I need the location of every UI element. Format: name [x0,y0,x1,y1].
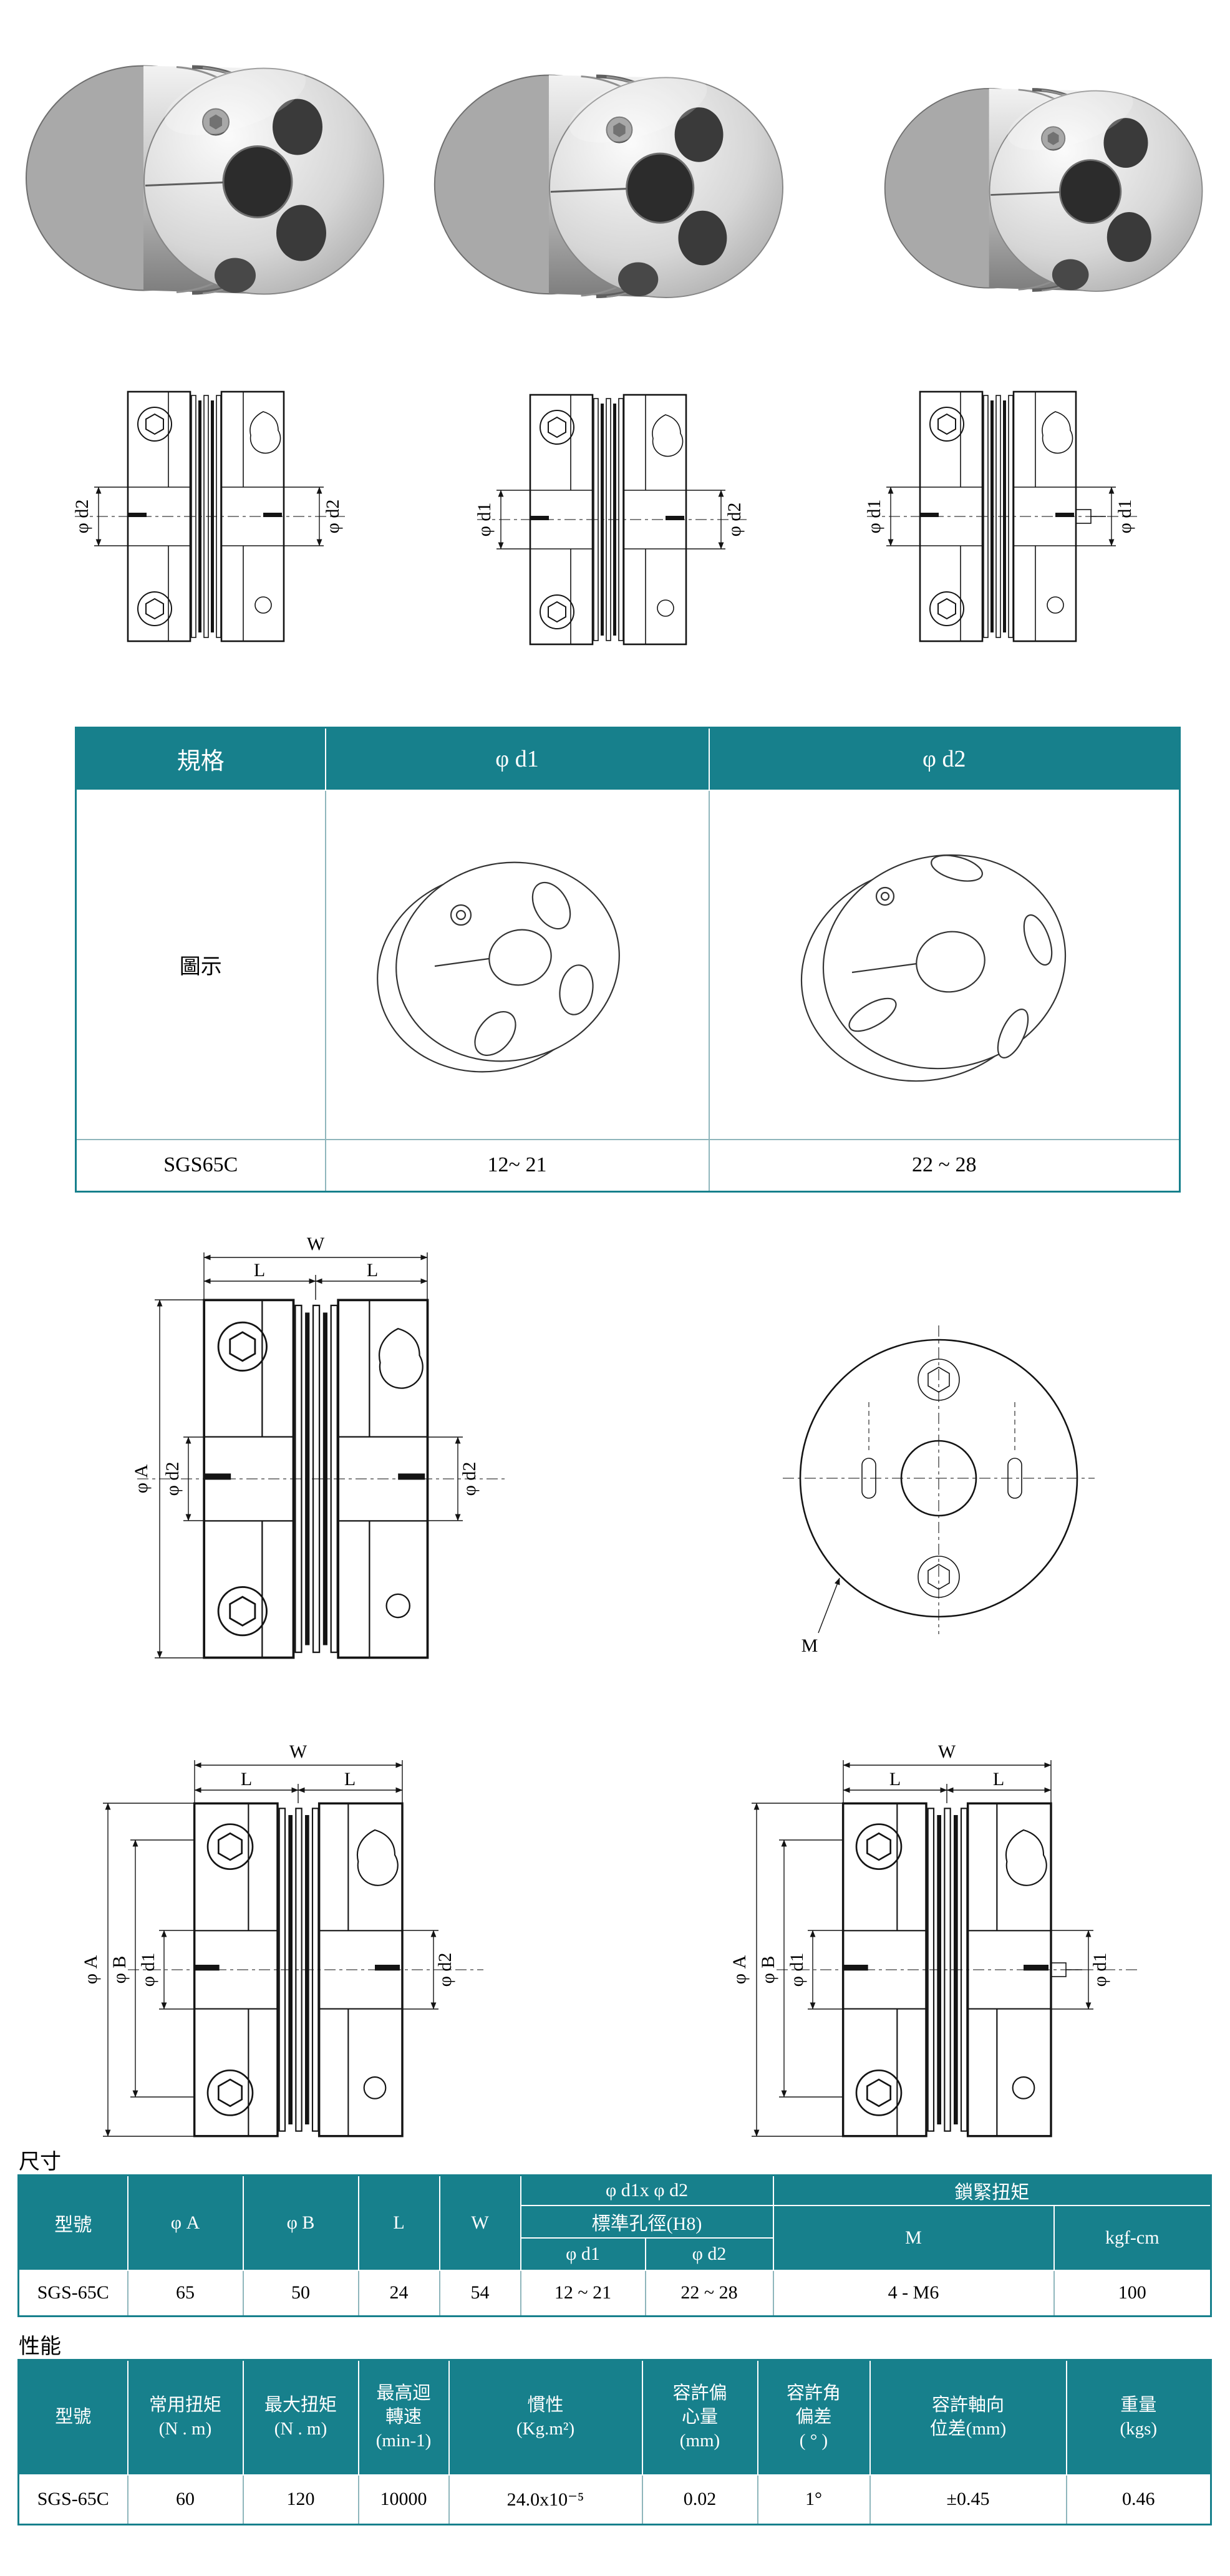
perf-model: SGS-65C [17,2474,128,2525]
spec-illustration-d2-cell [708,789,1181,1140]
coupling-3d-render-2 [424,16,789,368]
dim-label-right-bore: φ d1 [1090,1953,1110,1987]
dim-label-right: φ d2 [724,503,745,537]
side-view-drawing-2: φ d1 φ d2 [474,370,747,672]
dim-label-right: φ d1 [1115,500,1135,534]
size-h-d1xd2: φ d1x φ d2 [520,2174,774,2206]
dim-label-left: φ d1 [474,503,495,537]
size-h-lock-torque: 鎖緊扭矩 [772,2174,1212,2206]
size-L: 24 [357,2269,440,2317]
size-section-title: 尺寸 [19,2151,61,2174]
dim-label-left: φ d2 [72,500,92,534]
spec-table: 規格 φ d1 φ d2 圖示 [75,727,1181,1193]
size-h-M: M [772,2204,1055,2271]
dimension-drawing-1: W L L φ A φ d2 φ d2 [131,1234,505,1709]
size-h-model: 型號 [17,2174,128,2271]
perf-h-weight: 重量 (kgs) [1065,2359,1212,2476]
spec-header-d1: φ d1 [324,727,710,791]
perf-axial: ±0.45 [869,2474,1067,2525]
size-phiB: 50 [242,2269,359,2317]
side-view-drawing-1: φ d2 φ d2 [72,367,345,672]
perf-angular: 1° [757,2474,871,2525]
dim-label-right: φ d2 [322,500,343,534]
spec-illustration-label: 圖示 [75,789,326,1140]
dim-label-right-bore: φ d2 [459,1462,480,1496]
spec-model: SGS65C [75,1138,326,1193]
perf-h-angular: 容許角 偏差 ( ° ) [757,2359,871,2476]
dim-label-right-bore: φ d2 [435,1953,455,1987]
size-model: SGS-65C [17,2269,128,2317]
perf-h-axial: 容許軸向 位差(mm) [869,2359,1067,2476]
size-h-L: L [357,2174,440,2271]
performance-table: 型號 常用扭矩 (N . m) 最大扭矩 (N . m) 最高迴 轉速 (min… [17,2359,1212,2525]
spec-header-spec: 規格 [75,727,326,791]
front-view-drawing: M [783,1325,1095,1656]
size-h-d1: φ d1 [520,2237,646,2271]
dim-label-left-bore: φ d2 [162,1462,183,1496]
dim-label-l-left: L [241,1769,252,1789]
coupling-hub-lineart-d1 [377,861,620,1072]
dim-label-w: W [289,1741,308,1762]
dim-label-w: W [938,1741,956,1762]
size-d1: 12 ~ 21 [520,2269,646,2317]
dimension-drawing-3: W L L φ A φ B φ d1 φ d1 [729,1741,1138,2152]
side-view-drawing-3: φ d1 φ d1 [864,367,1137,672]
dim-label-l-left: L [254,1260,265,1281]
dim-label-left-bore: φ d1 [787,1953,807,1987]
perf-h-inertia: 慣性 (Kg.m²) [448,2359,643,2476]
perf-max-torque: 120 [242,2474,359,2525]
size-h-std-bore: 標準孔徑(H8) [520,2204,774,2239]
size-d2: 22 ~ 28 [644,2269,774,2317]
perf-h-eccentricity: 容許偏 心量 (mm) [641,2359,758,2476]
perf-weight: 0.46 [1065,2474,1212,2525]
perf-max-speed: 10000 [357,2474,450,2525]
size-phiA: 65 [127,2269,244,2317]
spec-header-d2: φ d2 [708,727,1181,791]
dim-label-left: φ d1 [864,500,884,534]
spec-illustration-d1-cell [324,789,710,1140]
perf-eccentricity: 0.02 [641,2474,758,2525]
perf-section-title: 性能 [19,2335,61,2358]
size-W: 54 [438,2269,521,2317]
perf-h-model: 型號 [17,2359,128,2476]
size-h-kgfcm: kgf-cm [1053,2204,1212,2271]
coupling-3d-render-1 [16,3,390,368]
perf-h-max-speed: 最高迴 轉速 (min-1) [357,2359,450,2476]
size-h-W: W [438,2174,521,2271]
dim-label-phiA: φ A [80,1955,101,1984]
dim-label-l-right: L [993,1769,1004,1789]
dim-label-l-left: L [889,1769,901,1789]
dim-label-phiA: φ A [131,1464,152,1493]
dim-label-w: W [307,1234,325,1254]
coupling-3d-render-3 [858,34,1226,356]
dim-label-m: M [801,1635,818,1656]
perf-normal-torque: 60 [127,2474,244,2525]
size-kgfcm: 100 [1053,2269,1212,2317]
size-h-d2: φ d2 [644,2237,774,2271]
spec-d2-range: 22 ~ 28 [708,1138,1181,1193]
size-h-phiB: φ B [242,2174,359,2271]
spec-d1-range: 12~ 21 [324,1138,710,1193]
dim-label-l-right: L [367,1260,378,1281]
size-table: 型號 φ A φ B L W φ d1x φ d2 鎖緊扭矩 標準孔徑(H8) … [17,2174,1213,2317]
dim-label-left-bore: φ d1 [138,1953,158,1987]
perf-h-normal-torque: 常用扭矩 (N . m) [127,2359,244,2476]
dim-label-phiB: φ B [109,1956,130,1984]
size-M: 4 - M6 [772,2269,1055,2317]
perf-inertia: 24.0x10⁻⁵ [448,2474,643,2525]
dimension-drawing-2: W L L φ A φ B φ d1 φ d2 [80,1741,483,2152]
size-h-phiA: φ A [127,2174,244,2271]
coupling-hub-lineart-d2 [800,854,1066,1082]
dim-label-l-right: L [344,1769,356,1789]
dim-label-phiA: φ A [729,1955,750,1984]
dim-label-phiB: φ B [758,1956,778,1984]
perf-h-max-torque: 最大扭矩 (N . m) [242,2359,359,2476]
